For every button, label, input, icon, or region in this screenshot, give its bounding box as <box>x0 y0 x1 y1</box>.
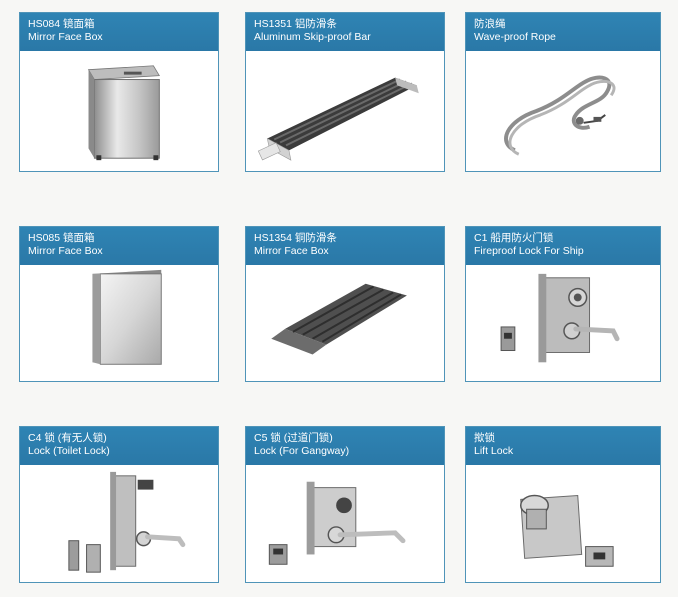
product-header: C5 锁 (过道门锁) Lock (For Gangway) <box>246 427 444 465</box>
product-header: HS1354 铜防滑条 Mirror Face Box <box>246 227 444 265</box>
product-code: HS1354 铜防滑条 <box>254 232 337 244</box>
mirror-face-box-icon <box>21 266 217 380</box>
product-card-wave-proof-rope: 防浪绳 Wave-proof Rope <box>465 12 661 172</box>
product-name: Lock (For Gangway) <box>254 445 350 457</box>
lift-lock-icon <box>467 466 659 581</box>
product-code: C5 锁 (过道门锁) <box>254 432 333 444</box>
product-code: 防浪绳 <box>474 18 506 30</box>
product-header: HS084 镜面箱 Mirror Face Box <box>20 13 218 51</box>
toilet-lock-icon <box>21 466 217 581</box>
product-header: HS085 镜面箱 Mirror Face Box <box>20 227 218 265</box>
product-code: 揿锁 <box>474 432 495 444</box>
product-code: C1 船用防火门锁 <box>474 232 554 244</box>
product-header: 防浪绳 Wave-proof Rope <box>466 13 660 51</box>
product-code: HS085 镜面箱 <box>28 232 95 244</box>
product-code: C4 锁 (有无人锁) <box>28 432 107 444</box>
fireproof-lock-icon <box>467 266 659 380</box>
product-card-lift-lock: 揿锁 Lift Lock <box>465 426 661 583</box>
product-name: Lift Lock <box>474 445 514 457</box>
product-card-hs084: HS084 镜面箱 Mirror Face Box <box>19 12 219 172</box>
product-name: Wave-proof Rope <box>474 31 556 43</box>
product-name: Fireproof Lock For Ship <box>474 245 584 257</box>
product-card-hs1354: HS1354 铜防滑条 Mirror Face Box <box>245 226 445 382</box>
product-name: Mirror Face Box <box>254 245 329 257</box>
product-card-c1: C1 船用防火门锁 Fireproof Lock For Ship <box>465 226 661 382</box>
product-header: C1 船用防火门锁 Fireproof Lock For Ship <box>466 227 660 265</box>
product-name: Aluminum Skip-proof Bar <box>254 31 371 43</box>
mirror-face-box-icon <box>21 52 217 170</box>
product-header: C4 锁 (有无人锁) Lock (Toilet Lock) <box>20 427 218 465</box>
product-name: Mirror Face Box <box>28 31 103 43</box>
product-name: Mirror Face Box <box>28 245 103 257</box>
product-name: Lock (Toilet Lock) <box>28 445 110 457</box>
aluminum-skip-proof-bar-icon <box>247 52 443 170</box>
wave-proof-rope-icon <box>467 52 659 170</box>
product-code: HS084 镜面箱 <box>28 18 95 30</box>
copper-skip-proof-bar-icon <box>247 266 443 380</box>
gangway-lock-icon <box>247 466 443 581</box>
product-card-hs1351: HS1351 铝防滑条 Aluminum Skip-proof Bar <box>245 12 445 172</box>
product-card-c5: C5 锁 (过道门锁) Lock (For Gangway) <box>245 426 445 583</box>
product-card-hs085: HS085 镜面箱 Mirror Face Box <box>19 226 219 382</box>
product-code: HS1351 铝防滑条 <box>254 18 337 30</box>
product-header: HS1351 铝防滑条 Aluminum Skip-proof Bar <box>246 13 444 51</box>
product-card-c4: C4 锁 (有无人锁) Lock (Toilet Lock) <box>19 426 219 583</box>
product-header: 揿锁 Lift Lock <box>466 427 660 465</box>
